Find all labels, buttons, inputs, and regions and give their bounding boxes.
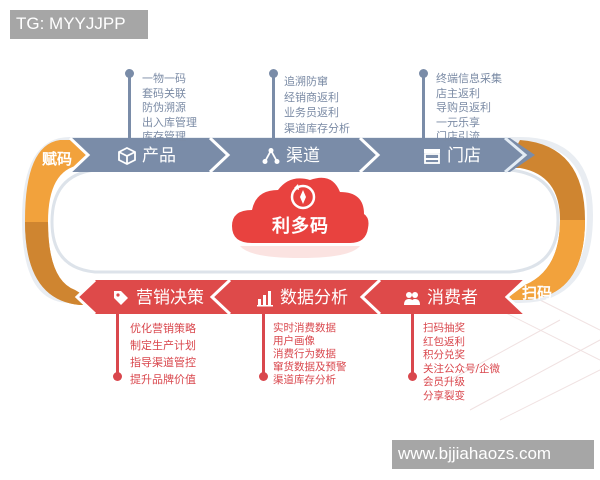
list-item: 追溯防窜 (284, 75, 328, 88)
stage-consumer-label: 消费者 (427, 288, 478, 308)
marketing-feature-list: 优化营销策略 制定生产计划 指导渠道管控 提升品牌价值 (130, 320, 196, 388)
watermark-bottom: www.bjjiahaozs.com (392, 440, 594, 469)
analytics-feature-list: 实时消费数据 用户画像 消费行为数据 窜货数据及预警 渠道库存分析 (273, 322, 347, 387)
list-item: 经销商返利 (284, 90, 339, 104)
list-item: 套码关联 (142, 86, 186, 100)
stage-channel: 渠道 (262, 145, 320, 167)
list-item: 红包返利 (423, 335, 465, 348)
store-icon (424, 149, 440, 164)
list-item: 业务员返利 (284, 106, 339, 119)
list-item: 出入库管理 (142, 115, 197, 129)
list-item: 窜货数据及预警 (273, 361, 347, 373)
list-item: 实时消费数据 (273, 322, 336, 334)
store-feature-list: 终端信息采集 店主返利 导购员返利 一元乐享 门店引流 (436, 72, 502, 145)
list-item: 消费行为数据 (273, 348, 336, 360)
stage-channel-label: 渠道 (286, 146, 320, 166)
dot-marketing (113, 372, 122, 381)
list-item: 关注公众号/企微 (423, 362, 501, 375)
stage-store-label: 门店 (447, 146, 481, 166)
channel-feature-list: 追溯防窜 经销商返利 业务员返利 渠道库存分析 (284, 74, 350, 136)
stage-analytics: 数据分析 (256, 287, 348, 309)
stem-analytics (262, 314, 265, 376)
stage-store: 门店 (423, 145, 481, 167)
list-item: 一物一码 (142, 72, 186, 85)
list-item: 用户画像 (273, 335, 315, 347)
list-item: 导购员返利 (436, 101, 491, 114)
list-item: 渠道库存分析 (273, 374, 336, 386)
tag-icon (114, 291, 128, 305)
box-icon (118, 147, 136, 165)
stem-store (422, 73, 425, 139)
stage-product-label: 产品 (142, 146, 176, 166)
list-item: 积分兑奖 (423, 349, 465, 361)
users-icon (404, 292, 420, 305)
list-item: 会员升级 (423, 376, 465, 388)
stage-product: 产品 (118, 145, 176, 167)
list-item: 防伪溯源 (142, 101, 186, 114)
list-item: 指导渠道管控 (130, 356, 196, 369)
list-item: 优化营销策略 (130, 322, 196, 335)
center-label: 利多码 (272, 216, 329, 237)
product-feature-list: 一物一码 套码关联 防伪溯源 出入库管理 库存管理 (142, 72, 197, 145)
dot-store (419, 69, 428, 78)
list-item: 分享裂变 (423, 389, 465, 402)
background-lines (449, 299, 600, 421)
consumer-feature-list: 扫码抽奖 红包返利 积分兑奖 关注公众号/企微 会员升级 分享裂变 (423, 322, 500, 403)
list-item: 一元乐享 (436, 115, 480, 129)
network-icon (262, 148, 280, 164)
list-item: 店主返利 (436, 86, 480, 100)
list-item: 提升品牌价值 (130, 373, 196, 386)
list-item: 制定生产计划 (130, 339, 196, 352)
dot-analytics (259, 372, 268, 381)
stem-marketing (116, 314, 119, 376)
dot-channel (269, 69, 278, 78)
loop-label-scan: 扫码 (522, 284, 553, 302)
stem-consumer (411, 314, 414, 376)
loop-label-encode: 赋码 (42, 150, 73, 168)
stage-marketing-label: 营销决策 (136, 288, 204, 308)
watermark-top: TG: MYYJJPP (10, 10, 148, 39)
center-cloud (232, 177, 369, 258)
list-item: 库存管理 (142, 130, 186, 143)
dot-consumer (408, 372, 417, 381)
bar-chart-icon (257, 291, 273, 307)
stage-analytics-label: 数据分析 (280, 288, 348, 308)
list-item: 终端信息采集 (436, 72, 502, 85)
list-item: 扫码抽奖 (423, 322, 465, 334)
stem-product (128, 73, 131, 139)
stage-marketing: 营销决策 (112, 287, 204, 309)
list-item: 渠道库存分析 (284, 121, 350, 135)
stage-consumer: 消费者 (403, 287, 478, 309)
stem-channel (272, 73, 275, 139)
dot-product (125, 69, 134, 78)
list-item: 门店引流 (436, 130, 480, 143)
